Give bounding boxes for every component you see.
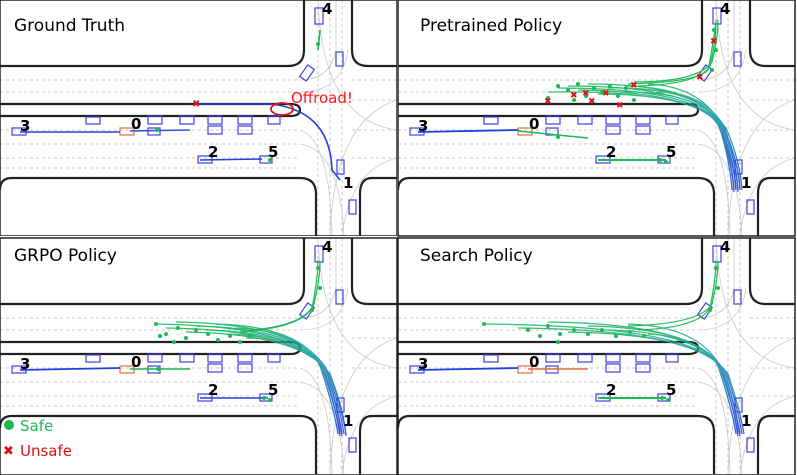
svg-text:✖: ✖	[602, 89, 610, 99]
agent-id-5: 5	[666, 143, 676, 161]
panel-title-pretrained: Pretrained Policy	[420, 16, 562, 36]
agent-id-0: 0	[131, 115, 141, 133]
legend-unsafe-icon: ✖	[3, 444, 14, 459]
legend-unsafe-label: Unsafe	[20, 442, 72, 460]
agent-id-1: 1	[343, 412, 353, 430]
agent-id-3: 3	[418, 117, 428, 135]
agent-id-0: 0	[529, 353, 539, 371]
svg-text:✖: ✖	[582, 89, 590, 99]
offroad-marker	[270, 102, 294, 116]
agent-id-1: 1	[343, 174, 353, 192]
panel-pretrained: ✖✖✖ ✖✖✖ ✖✖✖ Pretrained Policy 0 1 2 3 4 …	[397, 0, 796, 237]
svg-text:✖: ✖	[710, 37, 718, 47]
agent-id-0: 0	[131, 353, 141, 371]
svg-text:✖: ✖	[544, 97, 552, 107]
svg-text:✖: ✖	[616, 101, 624, 111]
unsafe-marker: ✖	[192, 99, 200, 110]
agent-id-4: 4	[720, 0, 730, 18]
panel-search: Search Policy 0 1 2 3 4 5	[397, 237, 796, 475]
svg-text:✖: ✖	[570, 91, 578, 101]
agent-id-2: 2	[606, 381, 616, 399]
agent-id-2: 2	[606, 143, 616, 161]
agent-id-5: 5	[268, 381, 278, 399]
panel-title-ground-truth: Ground Truth	[14, 16, 125, 36]
legend-safe-label: Safe	[20, 417, 53, 435]
agent-id-3: 3	[20, 355, 30, 373]
panel-title-search: Search Policy	[420, 246, 533, 266]
svg-text:✖: ✖	[630, 81, 638, 91]
agent-id-0: 0	[529, 115, 539, 133]
agent-id-2: 2	[208, 143, 218, 161]
panel-ground-truth: ✖ Offroad! Ground Truth 0 1 2 3 4 5	[0, 0, 397, 236]
agent-id-2: 2	[208, 381, 218, 399]
agent-id-5: 5	[268, 143, 278, 161]
offroad-label: Offroad!	[291, 89, 353, 107]
agent-id-3: 3	[20, 117, 30, 135]
agent-id-4: 4	[322, 0, 332, 18]
agent-id-4: 4	[322, 238, 332, 256]
agent-id-1: 1	[741, 174, 751, 192]
agent-id-4: 4	[720, 238, 730, 256]
panel-grpo: GRPO Policy 0 1 2 3 4 5 Safe ✖ Unsafe	[0, 237, 398, 475]
panel-title-grpo: GRPO Policy	[14, 246, 117, 266]
agent-id-5: 5	[666, 381, 676, 399]
legend-safe-icon	[4, 420, 14, 430]
agent-id-1: 1	[741, 412, 751, 430]
svg-text:✖: ✖	[696, 73, 704, 83]
agent-id-3: 3	[418, 355, 428, 373]
svg-text:✖: ✖	[588, 97, 596, 107]
